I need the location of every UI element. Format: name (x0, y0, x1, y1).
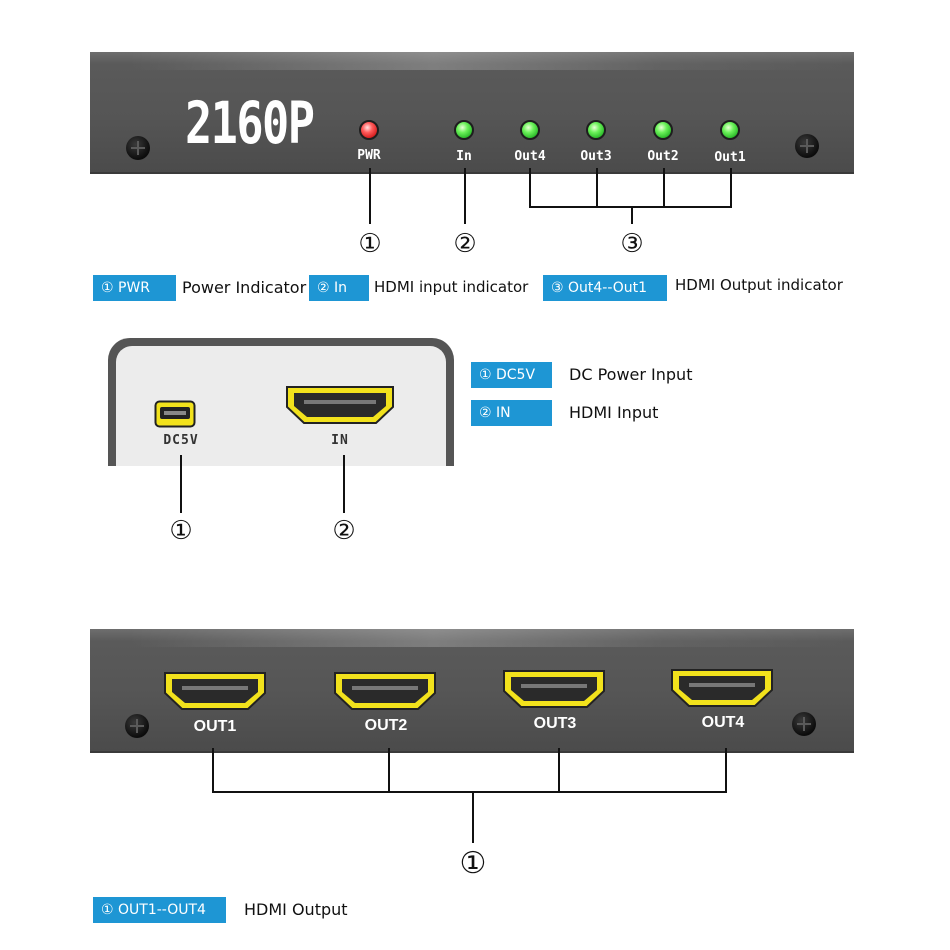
legend-badge-hdmi-in: ② IN (471, 400, 552, 426)
screw-icon (126, 136, 150, 160)
screw-icon (792, 712, 816, 736)
front-panel: 2160P PWR In Out4 Out3 Out2 Out1 (90, 52, 854, 174)
out3-led-icon (586, 120, 606, 140)
panel-sheen (90, 52, 854, 70)
callout-line-hdmi-in (343, 455, 345, 513)
callout-bracket-out1 (730, 168, 732, 208)
in-led-icon (454, 120, 474, 140)
in-port-label: IN (331, 433, 349, 448)
callout-bracket-out2 (663, 168, 665, 208)
mini-usb-port-icon (154, 400, 196, 428)
callout-line-outputs (631, 206, 633, 224)
legend-badge-out: ③ Out4--Out1 (543, 275, 667, 301)
out1-led-label: Out1 (714, 150, 746, 165)
hdmi-port-icon (503, 670, 605, 708)
callout-number-1: ① (358, 229, 382, 259)
callout-bracket-out4 (529, 168, 531, 208)
out1-port-label: OUT1 (193, 718, 237, 735)
out4-port-label: OUT4 (701, 714, 745, 731)
pwr-led-label: PWR (357, 148, 381, 163)
callout-number-2: ② (453, 229, 477, 259)
callout-number-3: ③ (620, 229, 644, 259)
panel-sheen (90, 629, 854, 647)
hdmi-port-icon (671, 669, 773, 707)
out4-led-icon (520, 120, 540, 140)
pwr-led-icon (359, 120, 379, 140)
legend-badge-outputs: ① OUT1--OUT4 (93, 897, 226, 923)
callout-bracket-out3 (596, 168, 598, 208)
out3-port-label: OUT3 (533, 715, 577, 732)
hdmi-port-icon (286, 386, 394, 424)
out2-led-label: Out2 (647, 149, 679, 164)
legend-text-in: HDMI input indicator (374, 278, 529, 296)
legend-text-out: HDMI Output indicator (675, 276, 843, 294)
callout-number-dc5v: ① (169, 516, 193, 546)
out3-led-label: Out3 (580, 149, 612, 164)
model-label: 2160P (185, 89, 315, 157)
dc5v-port-label: DC5V (163, 433, 199, 448)
out1-led-icon (720, 120, 740, 140)
hdmi-port-icon (334, 672, 436, 710)
callout-bracket-out4 (725, 748, 727, 793)
input-side-panel (108, 338, 454, 466)
callout-line-dc5v (180, 455, 182, 513)
callout-number-hdmi-in: ② (332, 516, 356, 546)
callout-bracket-out2 (388, 748, 390, 793)
callout-bracket-out3 (558, 748, 560, 793)
legend-badge-dc5v: ① DC5V (471, 362, 552, 388)
legend-text-hdmi-in: HDMI Input (569, 403, 659, 422)
legend-text-outputs: HDMI Output (244, 900, 348, 919)
in-led-label: In (456, 149, 472, 164)
screw-icon (125, 714, 149, 738)
callout-line-pwr (369, 168, 371, 224)
legend-text-dc5v: DC Power Input (569, 365, 693, 384)
out2-led-icon (653, 120, 673, 140)
out2-port-label: OUT2 (364, 717, 408, 734)
callout-bracket-bar (212, 791, 727, 793)
hdmi-port-icon (164, 672, 266, 710)
callout-bracket-out1 (212, 748, 214, 793)
callout-line-in (464, 168, 466, 224)
screw-icon (795, 134, 819, 158)
callout-line-outputs (472, 791, 474, 843)
legend-text-pwr: Power Indicator (182, 278, 307, 297)
legend-badge-in: ② In (309, 275, 369, 301)
callout-number-outputs: ① (459, 846, 487, 881)
legend-badge-pwr: ① PWR (93, 275, 176, 301)
callout-bracket-bar (529, 206, 732, 208)
out4-led-label: Out4 (514, 149, 546, 164)
